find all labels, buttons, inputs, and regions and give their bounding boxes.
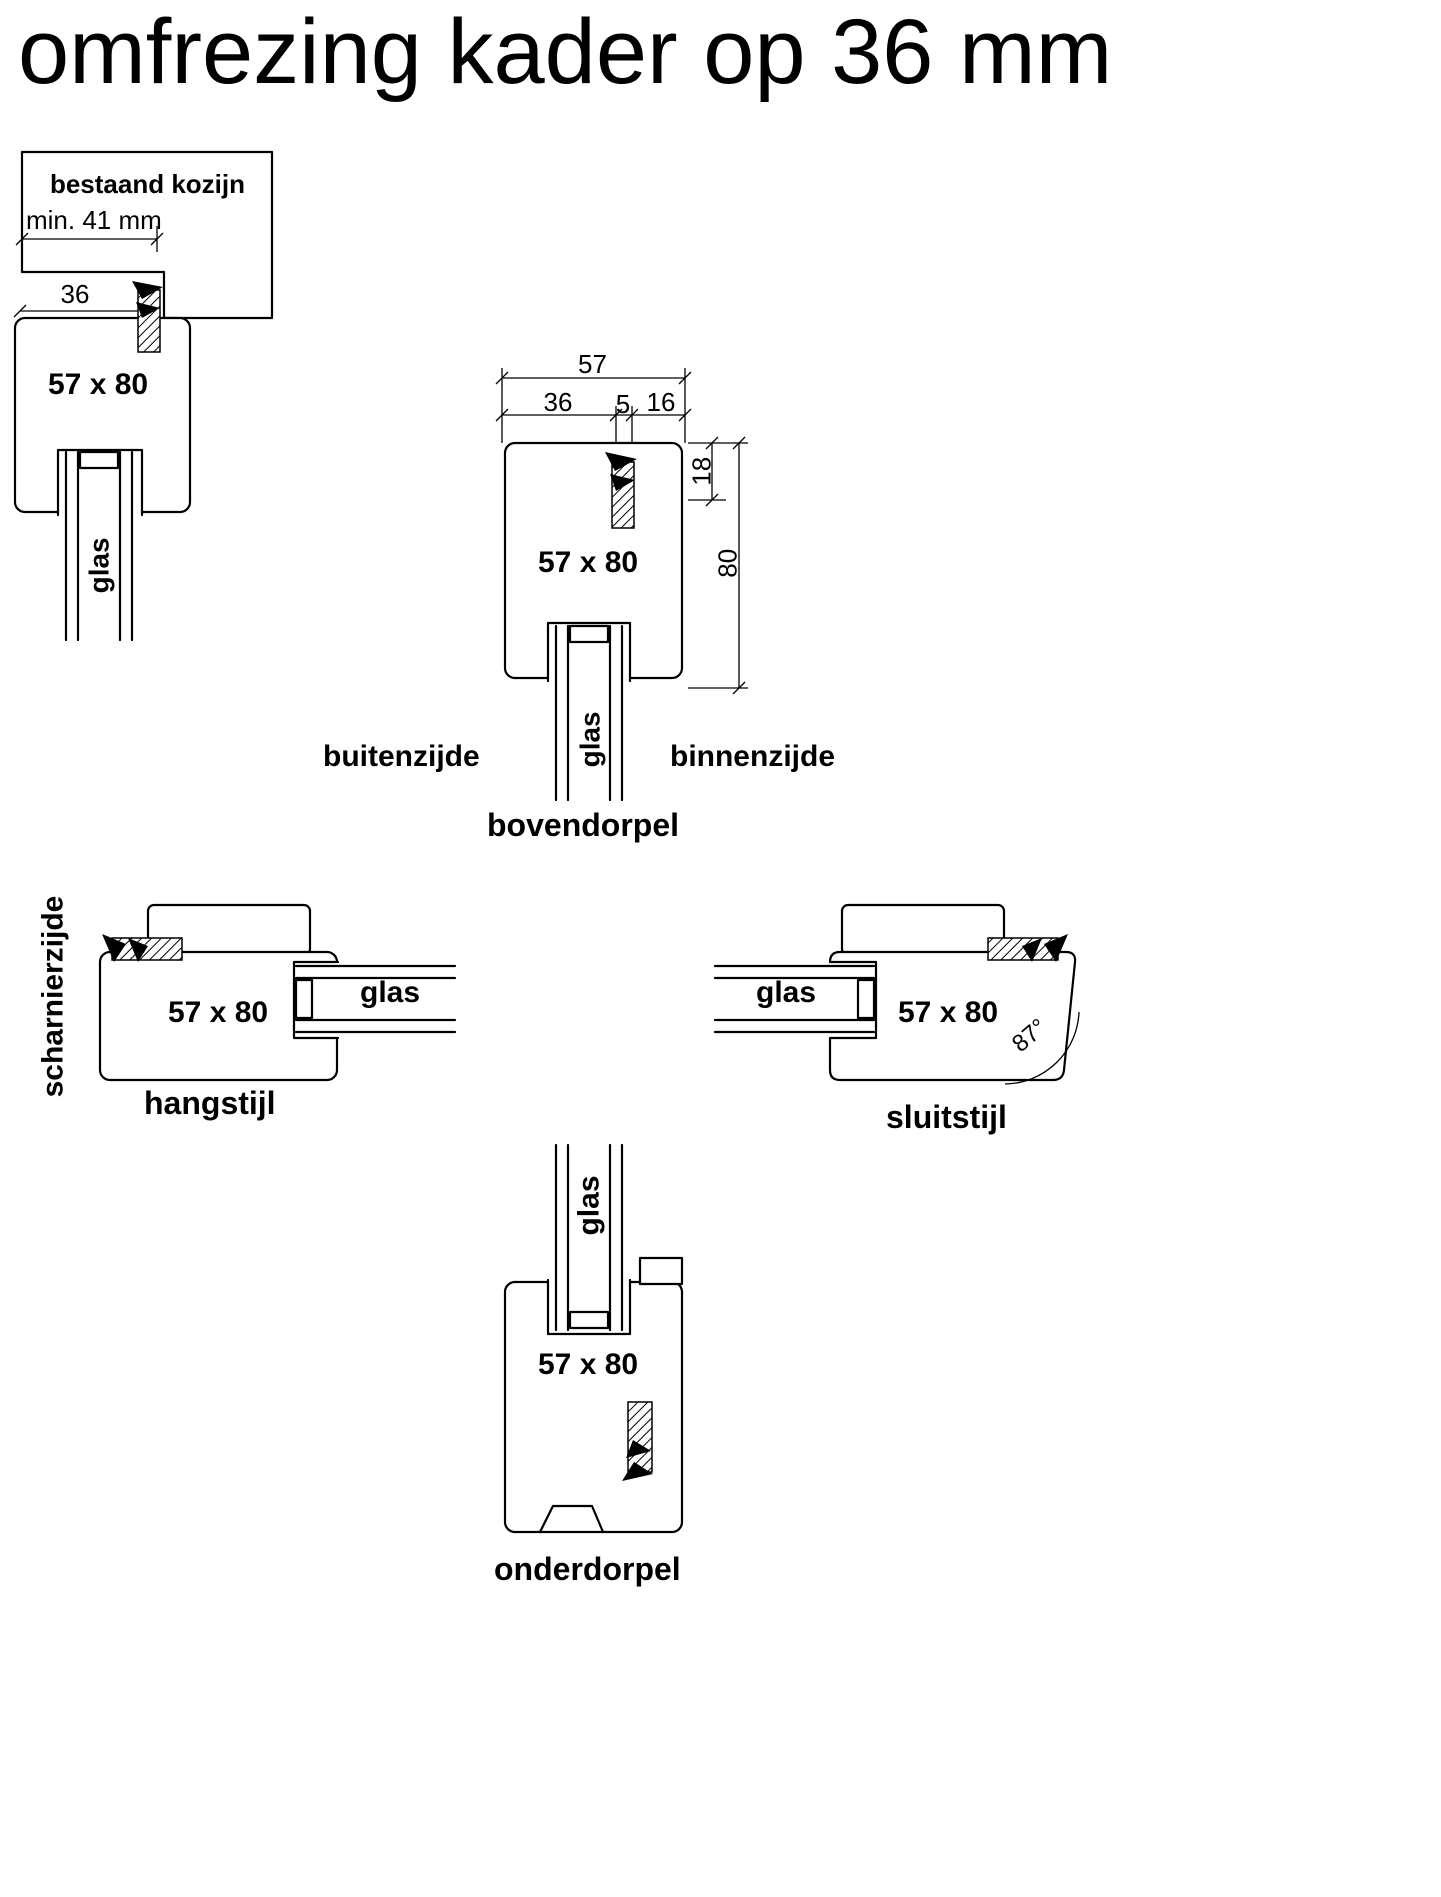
glass-spacer (78, 450, 120, 470)
existing-frame-label: bestaand kozijn (49, 169, 246, 199)
detail-onderdorpel-drawing (503, 1143, 684, 1534)
dimension-80 (732, 436, 746, 695)
detail-sluitstijl-drawing (713, 903, 1080, 1085)
extension-lines-top (501, 368, 686, 452)
dim-36-label: 36 (60, 279, 90, 309)
dimension-18 (705, 436, 719, 507)
glass-panes (554, 624, 624, 802)
seal-bead (102, 934, 183, 962)
dim-min41-label: min. 41 mm (26, 205, 162, 235)
dimension-57 (495, 371, 692, 385)
caption-bovendorpel: bovendorpel (487, 807, 680, 843)
glass-label: glas (572, 1175, 606, 1236)
glass-rebate (292, 960, 340, 1040)
glass-spacer (568, 1310, 610, 1330)
detail-bestaand-kozijn-drawing (13, 150, 274, 642)
caption-sluitstijl: sluitstijl (886, 1099, 1007, 1135)
glass-panes (713, 964, 876, 1034)
dim-80-label: 80 (712, 548, 743, 578)
glass-label: glas (756, 976, 817, 1009)
seal-bead (987, 934, 1068, 962)
glass-rebate (828, 960, 878, 1040)
glass-spacer (856, 978, 876, 1020)
extension-lines-right (688, 442, 748, 689)
glass-rebate (546, 621, 632, 683)
seal-bead (605, 452, 637, 529)
detail-hangstijl-drawing (98, 903, 457, 1082)
dim-16-label: 16 (646, 387, 676, 417)
glass-spacer (294, 978, 314, 1020)
glass-label: glas (360, 976, 421, 1009)
drip-notch (538, 1504, 605, 1534)
detail-bovendorpel-drawing (495, 368, 748, 802)
glass-panes (554, 1143, 624, 1332)
profile-size-label: 57 x 80 (898, 996, 999, 1029)
profile-tab (638, 1256, 684, 1286)
glass-rebate (546, 1278, 632, 1336)
glass-panes (64, 450, 134, 642)
glass-panes (294, 964, 457, 1034)
seal-bead (132, 281, 163, 353)
page-title: omfrezing kader op 36 mm (18, 1, 1113, 103)
profile-size-label: 57 x 80 (168, 996, 269, 1029)
angle-arc (1004, 1011, 1080, 1085)
glass-label: glas (83, 537, 115, 594)
profile-body (828, 950, 1077, 1082)
profile-size-label: 57 x 80 (538, 1348, 639, 1381)
dim-57-label: 57 (578, 349, 607, 379)
glass-label: glas (574, 711, 606, 768)
dimension-36-5-16 (495, 408, 692, 422)
caption-hangstijl: hangstijl (144, 1085, 276, 1121)
seal-bead (622, 1401, 653, 1481)
inside-label: binnenzijde (670, 740, 835, 773)
hinge-side-label: scharnierzijde (36, 895, 70, 1098)
glass-rebate (56, 448, 144, 517)
dim-36-label: 36 (543, 387, 573, 417)
profile-size-label: 57 x 80 (48, 368, 149, 401)
glass-spacer (568, 624, 610, 644)
dim-18-label: 18 (686, 456, 717, 486)
dim-5-label: 5 (615, 389, 631, 419)
profile-tab (840, 903, 1006, 957)
profile-size-label: 57 x 80 (538, 546, 639, 579)
caption-onderdorpel: onderdorpel (494, 1551, 681, 1587)
dimension-min41 (15, 226, 164, 252)
outside-label: buitenzijde (323, 740, 480, 773)
